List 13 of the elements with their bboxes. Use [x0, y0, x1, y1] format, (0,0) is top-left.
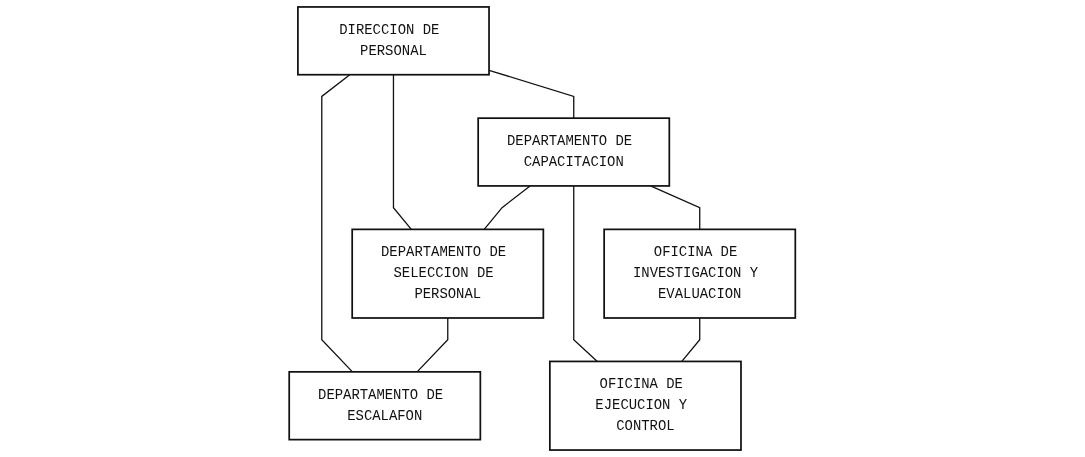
- connector: [321, 74, 354, 373]
- node-box: DEPARTAMENTO DE ESCALAFON: [288, 371, 482, 441]
- node-box: DIRECCION DE PERSONAL: [297, 6, 491, 76]
- connector: [573, 185, 599, 363]
- connector: [483, 185, 531, 230]
- node-box: DEPARTAMENTO DE SELECCION DE PERSONAL: [351, 228, 545, 319]
- connector: [681, 317, 701, 363]
- connector: [416, 317, 449, 373]
- node-box: OFICINA DE EJECUCION Y CONTROL: [549, 360, 743, 451]
- connector: [650, 185, 701, 230]
- connector: [393, 74, 413, 230]
- node-box: DEPARTAMENTO DE CAPACITACION: [477, 117, 671, 187]
- node-box: OFICINA DE INVESTIGACION Y EVALUACION: [603, 228, 797, 319]
